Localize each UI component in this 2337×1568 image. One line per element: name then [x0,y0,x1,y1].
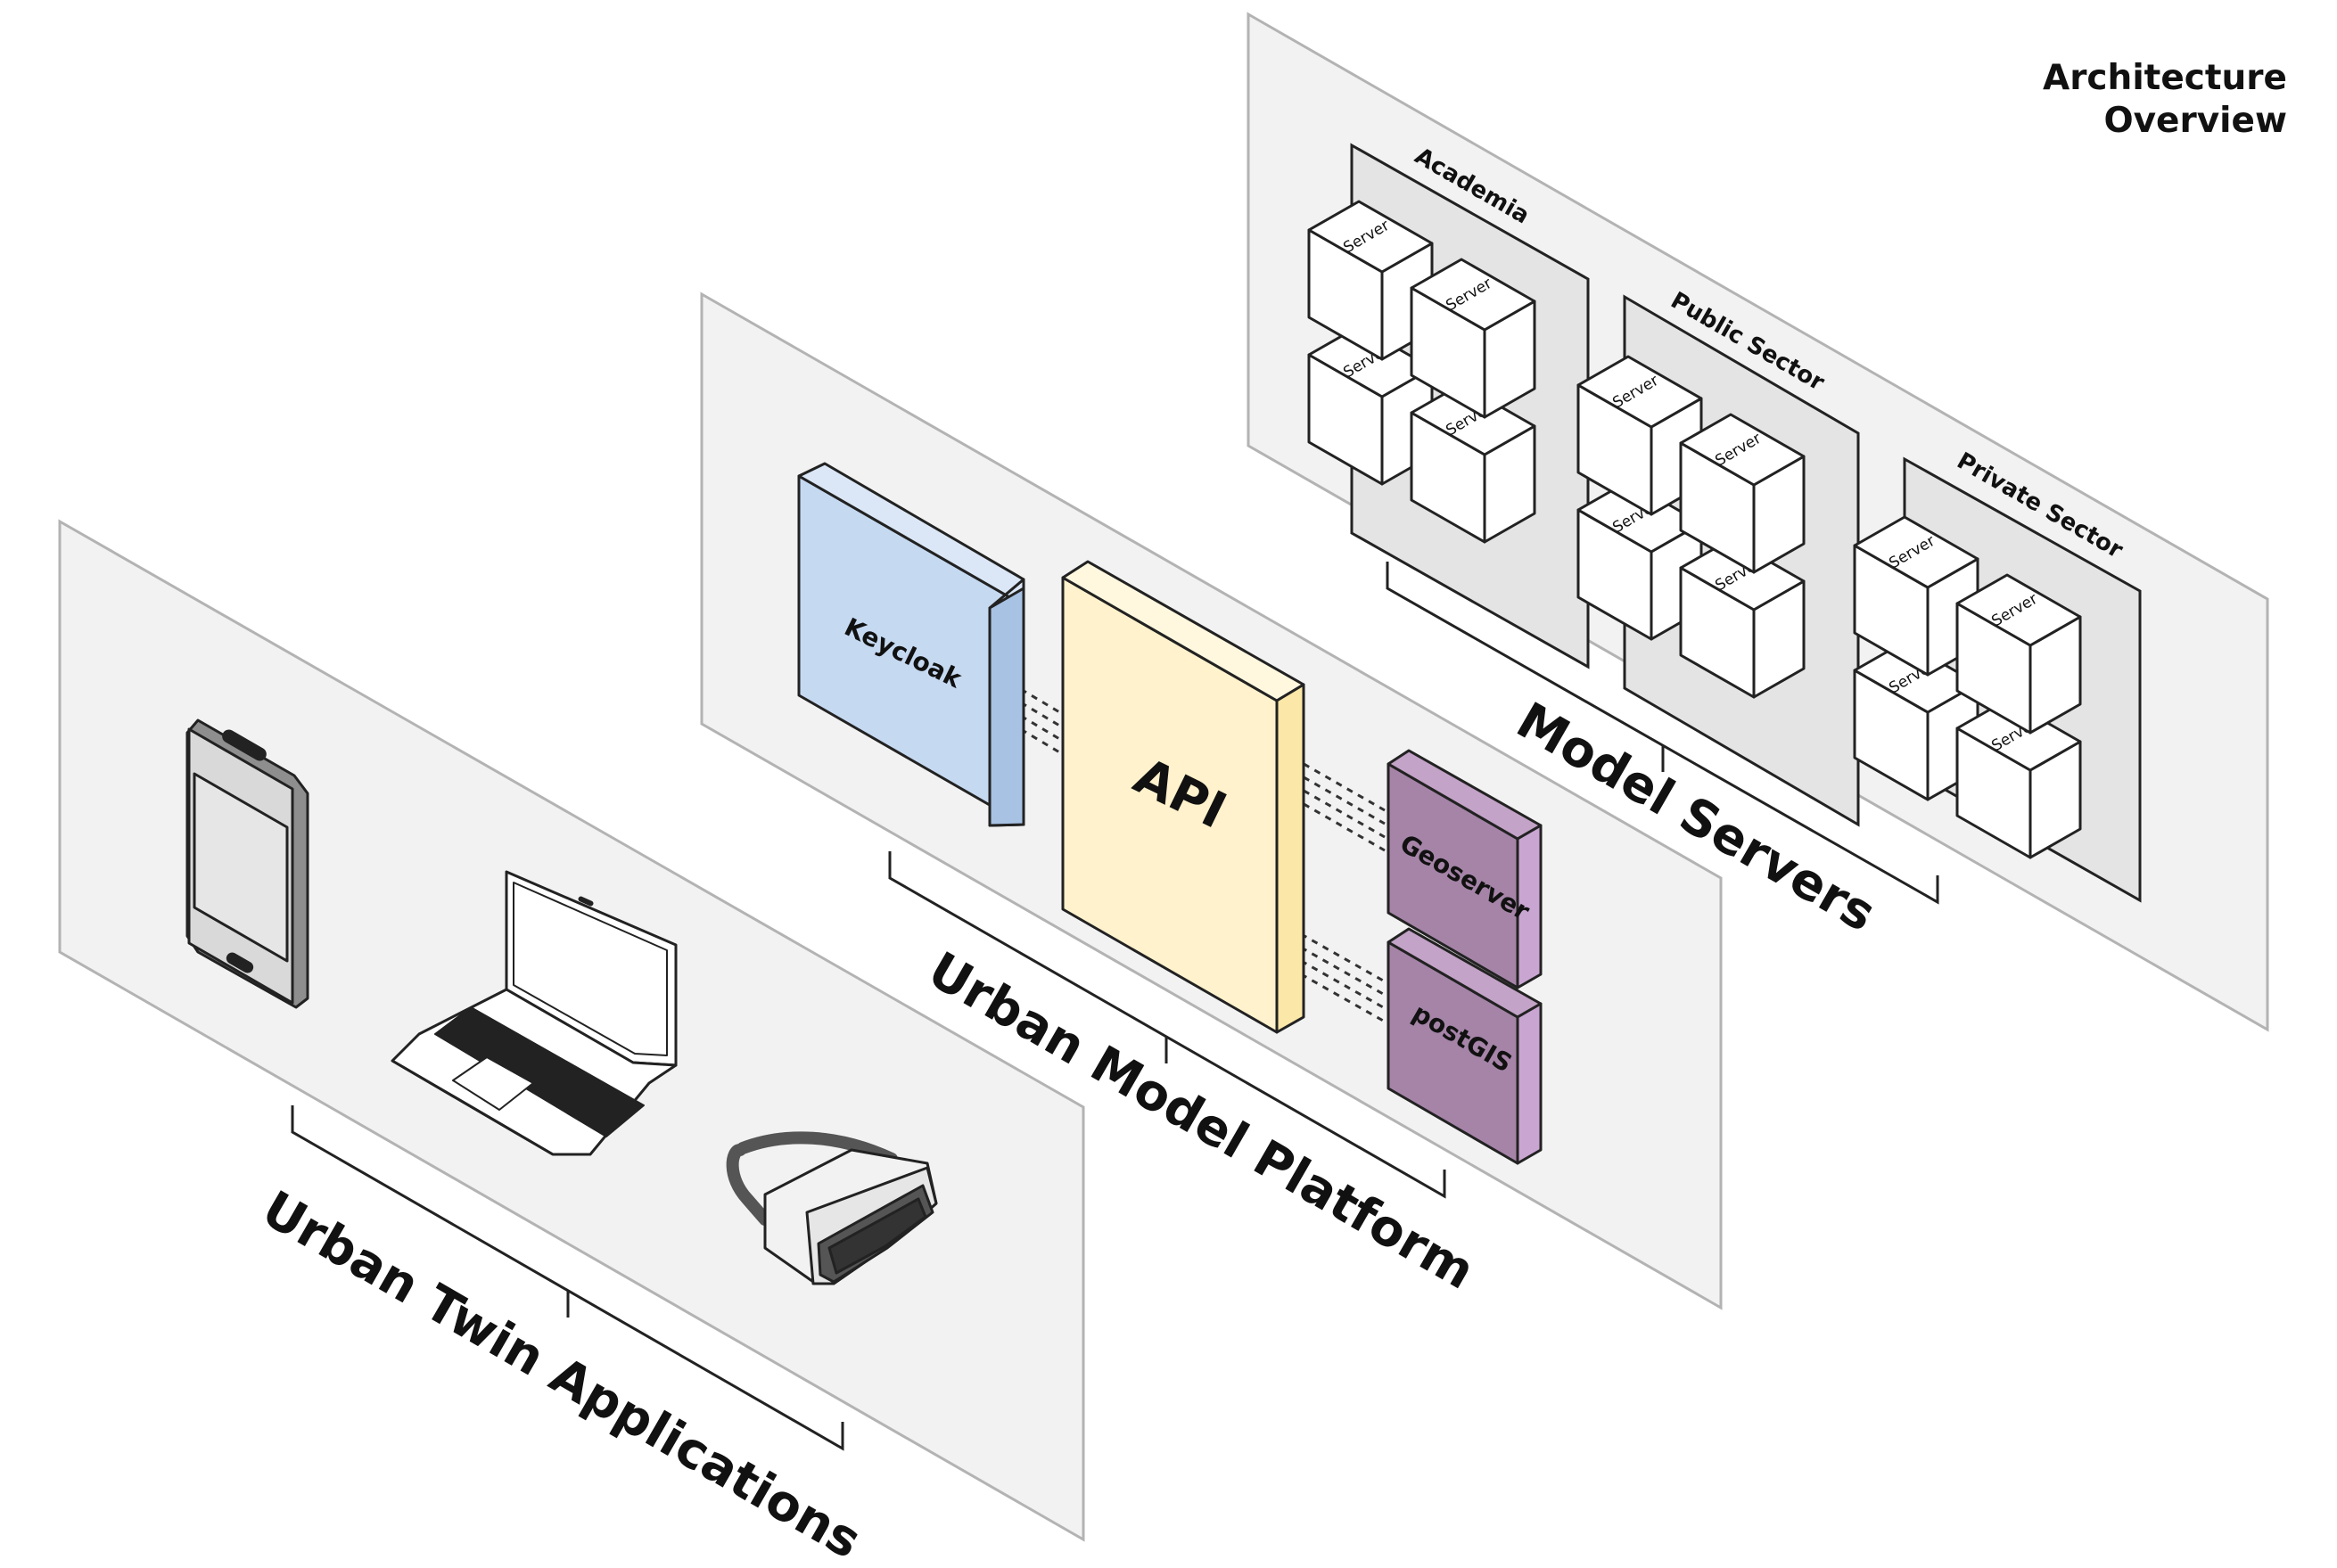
server-cube [1955,573,2082,735]
server-cube [1679,413,1806,574]
diagram-title-line-1: Architecture [2043,58,2287,98]
geoserver-block [1387,749,1543,989]
server-cube [1679,538,1806,699]
keycloak-block [797,462,1025,827]
keycloak-api-connector [1009,681,1062,755]
smartphone-icon [185,718,309,1009]
urban-twin-applications-bracket [291,1105,844,1451]
model-servers-layer: Academia Public Sector Private Sector Se… [1247,12,2269,1032]
api-geoserver-connector [1292,756,1386,852]
server-cube [1307,200,1434,361]
vr-headset-icon [726,1131,938,1285]
api-postgis-connector [1289,926,1386,1023]
laptop-icon [391,870,678,1156]
server-cube [1955,698,2082,859]
server-cube [1576,355,1703,516]
postgis-block [1387,927,1543,1165]
server-cube [1410,258,1536,419]
api-block [1061,560,1305,1034]
server-cube [1576,480,1703,641]
server-cube [1410,382,1536,544]
diagram-title-line-2: Overview [2103,101,2287,141]
